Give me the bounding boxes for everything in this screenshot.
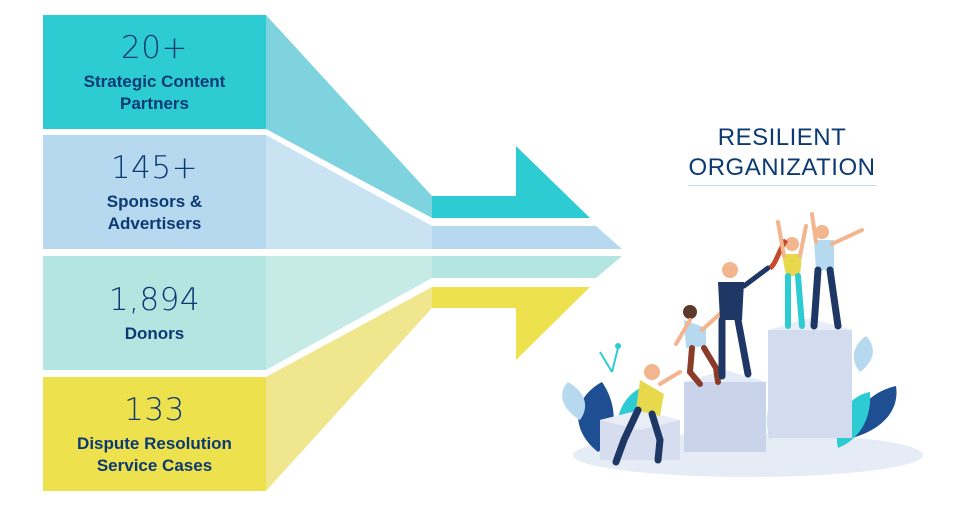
flow-light-blue (266, 135, 432, 249)
stat-label: Sponsors & Advertisers (107, 191, 202, 235)
person-pushing-icon (612, 364, 682, 466)
team-climbing-podium-icon (562, 212, 923, 477)
title-line: ORGANIZATION (688, 154, 876, 181)
stat-value: 145+ (110, 149, 199, 186)
title-line: RESILIENT (717, 124, 847, 151)
arrow-teal (432, 146, 590, 218)
person-climbing-icon (674, 305, 724, 387)
arrow-mint (432, 256, 622, 278)
stat-label-line: Dispute Resolution (77, 433, 232, 453)
stat-value: 20+ (121, 29, 188, 66)
resilient-organization-title: RESILIENT ORGANIZATION (674, 123, 890, 183)
stat-label: Donors (125, 323, 185, 345)
stat-box-donors: 1,894 Donors (43, 256, 266, 370)
person-woman-cheering-icon (768, 220, 808, 329)
stat-label-line: Sponsors & (106, 191, 203, 211)
stat-box-sponsors-advertisers: 145+ Sponsors & Advertisers (43, 135, 266, 249)
stat-label-line: Partners (120, 93, 189, 113)
flow-teal (266, 15, 432, 218)
stat-box-strategic-content-partners: 20+ Strategic Content Partners (43, 15, 266, 129)
person-man-cheering-icon (810, 212, 864, 330)
stat-label-line: Strategic Content (83, 71, 226, 91)
stat-value: 1,894 (108, 281, 201, 318)
stat-label-line: Donors (124, 323, 185, 343)
arrow-light-blue (432, 226, 622, 249)
person-businessman-icon (718, 262, 771, 380)
flow-yellow (266, 287, 432, 491)
stat-box-dispute-resolution: 133 Dispute Resolution Service Cases (43, 377, 266, 491)
stat-label-line: Service Cases (96, 455, 213, 475)
stat-label-line: Advertisers (107, 213, 202, 233)
title-underline (688, 185, 876, 186)
arrow-yellow (432, 287, 590, 360)
stat-label: Dispute Resolution Service Cases (77, 433, 232, 477)
flow-mint (266, 256, 432, 370)
stat-value: 133 (124, 391, 185, 428)
stat-label: Strategic Content Partners (84, 71, 226, 115)
